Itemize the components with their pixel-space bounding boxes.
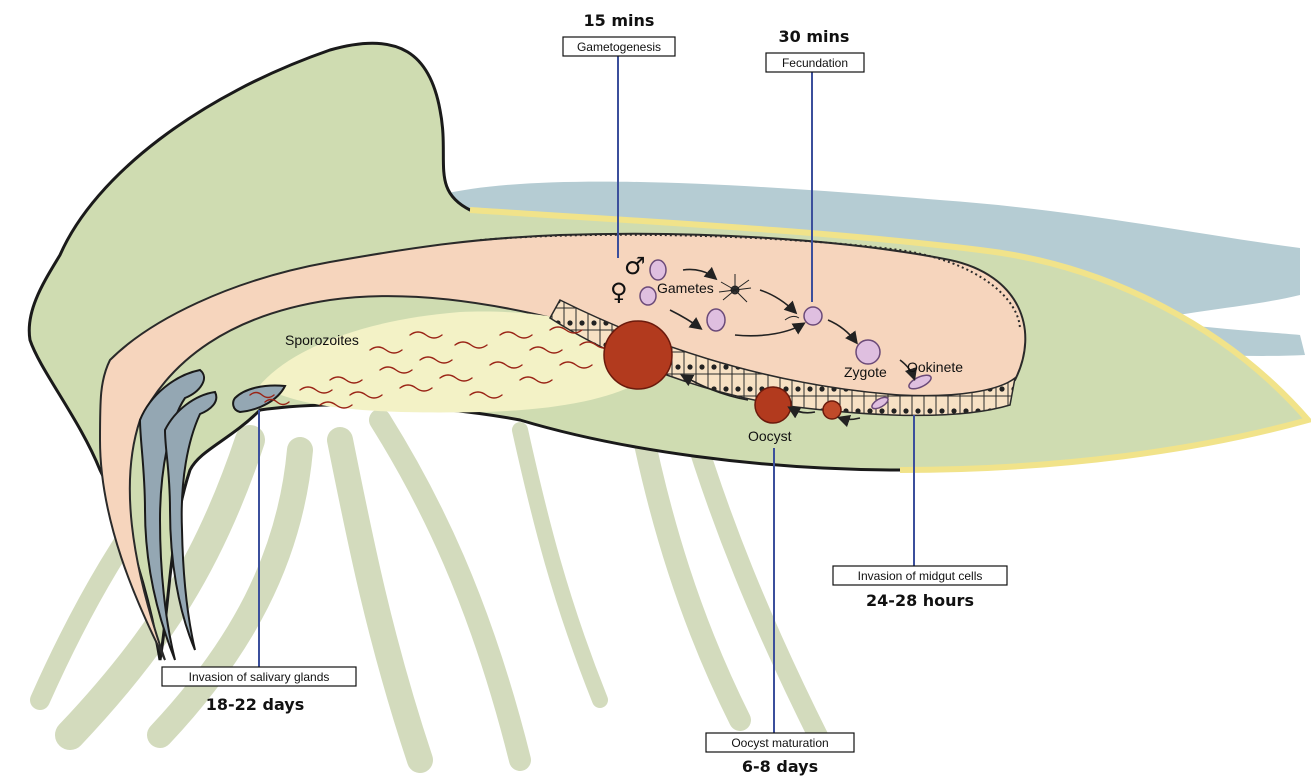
label-sporozoites: Sporozoites: [285, 332, 359, 348]
time-midgut-invasion: 24-28 hours: [866, 591, 974, 610]
male-symbol: ♂: [624, 252, 646, 280]
ruptured-oocyst: [604, 321, 672, 389]
time-gametogenesis: 15 mins: [584, 11, 655, 30]
label-oocyst: Oocyst: [748, 428, 792, 444]
label-fecundation: Fecundation: [782, 56, 848, 70]
label-gametogenesis: Gametogenesis: [577, 40, 661, 54]
label-ookinete: Ookinete: [907, 359, 963, 375]
label-gametes: Gametes: [657, 280, 714, 296]
callout-oocyst-maturation: Oocyst maturation 6-8 days: [706, 733, 854, 776]
time-oocyst-maturation: 6-8 days: [742, 757, 818, 776]
callout-midgut-invasion: Invasion of midgut cells 24-28 hours: [833, 566, 1007, 610]
label-midgut-invasion: Invasion of midgut cells: [858, 569, 983, 583]
callout-gametogenesis: 15 mins Gametogenesis: [563, 11, 675, 56]
label-zygote: Zygote: [844, 364, 887, 380]
oocyst-small: [823, 401, 841, 419]
oocyst-large: [755, 387, 791, 423]
label-oocyst-maturation: Oocyst maturation: [731, 736, 828, 750]
time-salivary-invasion: 18-22 days: [206, 695, 304, 714]
time-fecundation: 30 mins: [779, 27, 850, 46]
label-salivary-invasion: Invasion of salivary glands: [189, 670, 330, 684]
callout-fecundation: 30 mins Fecundation: [766, 27, 864, 72]
female-symbol: ♀: [610, 278, 628, 306]
